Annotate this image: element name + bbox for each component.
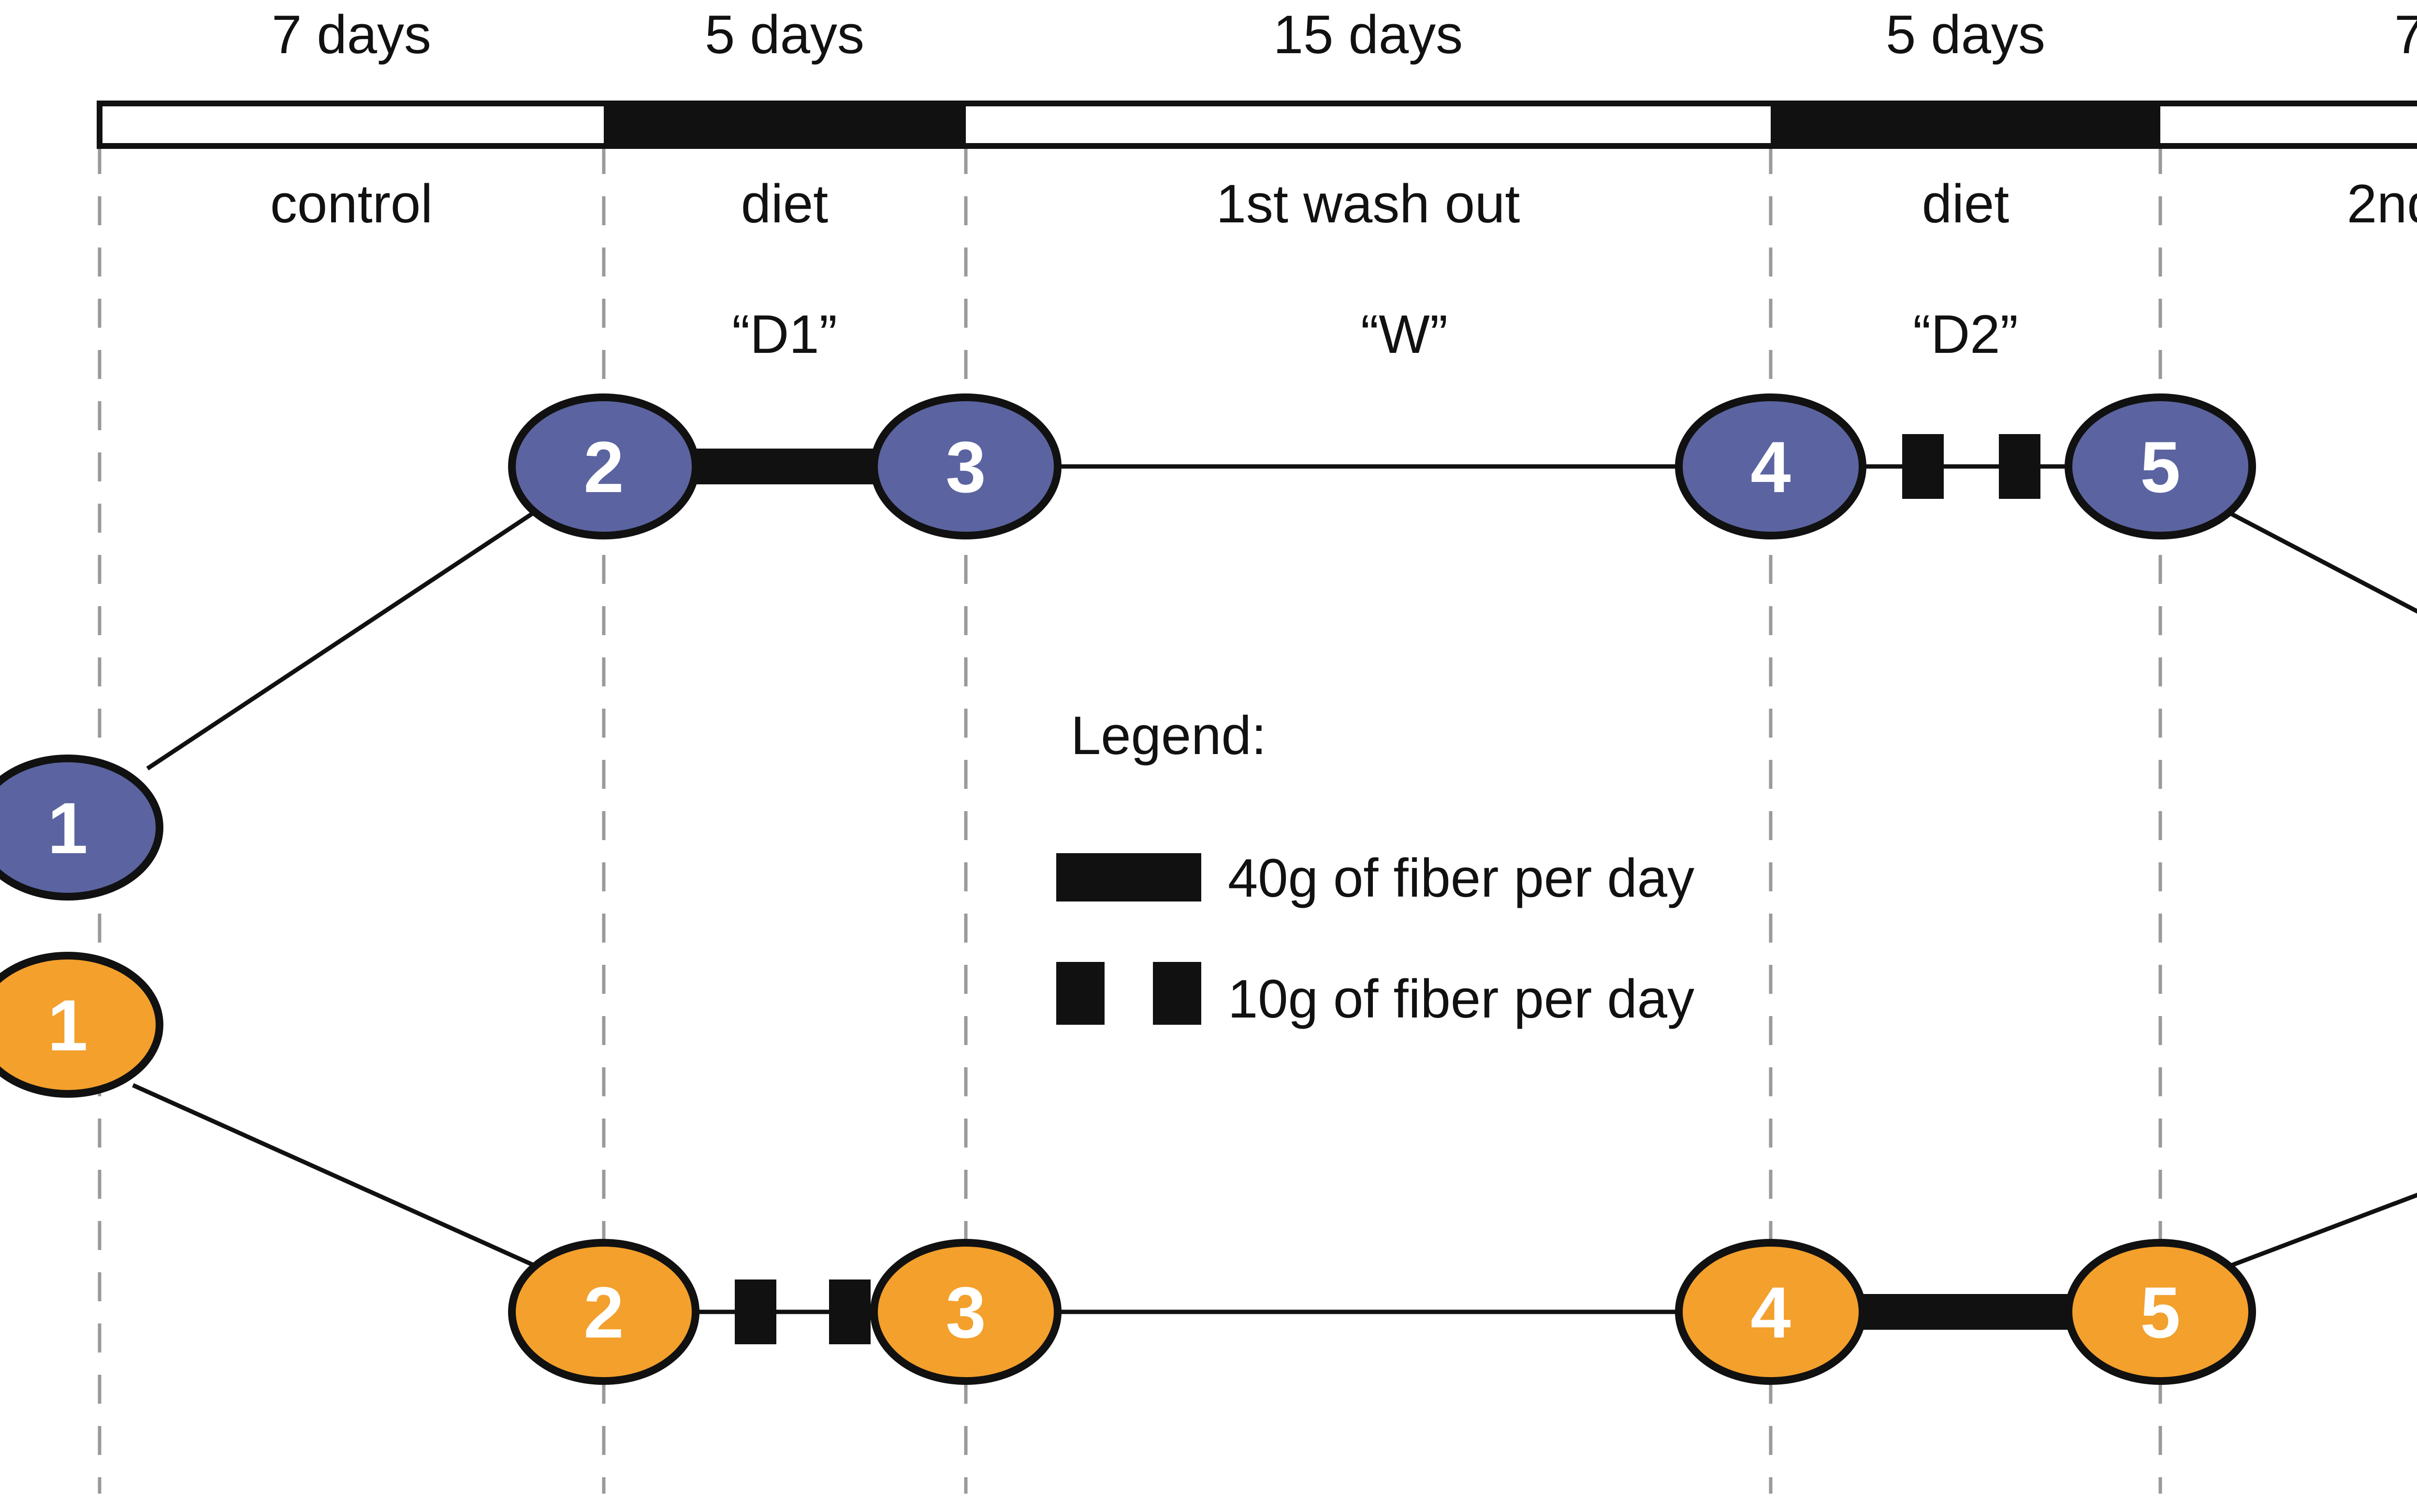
period-code-labels: “D1” “W” “D2” [732,304,2018,364]
timeline-segment-diet-1 [604,103,966,146]
legend-swatch-solid [1056,853,1201,901]
arm-a-dash-block-1 [1902,434,1944,499]
legend-title: Legend: [1071,705,1267,766]
timeline-segment-washout-1 [966,103,1771,146]
node-a-1[interactable]: 1 [0,755,163,901]
node-a-5[interactable]: 5 [2065,393,2256,539]
timeline-segment-control [100,103,604,146]
arm-b-dash-block-1 [735,1279,776,1344]
timeline-bar-outline [97,101,2417,149]
node-label: 4 [1750,1272,1791,1353]
legend-label-10g: 10g of fiber per day [1228,969,1694,1029]
phase-label-control: control [270,174,433,234]
code-label-w: “W” [1361,304,1448,364]
arm-a-link-5-6 [2227,510,2417,614]
duration-label-5: 7 days [2394,4,2417,65]
code-label-d2: “D2” [1913,304,2018,364]
timeline-bar [97,101,2417,149]
duration-label-3: 15 days [1273,4,1463,65]
node-b-3[interactable]: 3 [870,1239,1062,1385]
node-a-2[interactable]: 2 [508,393,699,539]
arm-a-nodes: 1 2 3 4 5 6 [0,393,2256,901]
arm-a-links [146,434,2417,771]
arm-b-nodes: 1 2 3 4 5 6 [0,952,2256,1385]
arm-b-link-1-2 [132,1083,538,1269]
legend-item-10g: 10g of fiber per day [1056,962,1694,1029]
phase-label-washout-1: 1st wash out [1216,174,1520,234]
node-b-4[interactable]: 4 [1675,1239,1866,1385]
node-circle[interactable] [870,393,1062,539]
node-circle[interactable] [2065,393,2256,539]
node-label: 2 [583,426,624,508]
node-label: 2 [583,1272,624,1353]
node-circle[interactable] [0,952,163,1098]
legend-item-40g: 40g of fiber per day [1056,848,1694,908]
node-a-4[interactable]: 4 [1675,393,1866,539]
phase-label-washout-2: 2nd wash out [2347,174,2417,234]
node-label: 1 [47,985,87,1066]
node-a-3[interactable]: 3 [870,393,1062,539]
arm-b-dash-block-2 [829,1279,871,1344]
legend: Legend: 40g of fiber per day 10g of fibe… [1056,705,1694,1029]
node-label: 3 [946,1272,986,1353]
duration-label-4: 5 days [1886,4,2045,65]
node-b-5[interactable]: 5 [2065,1239,2256,1385]
node-b-1[interactable]: 1 [0,952,163,1098]
node-label: 4 [1750,426,1791,508]
node-circle[interactable] [508,1239,699,1385]
node-label: 5 [2140,426,2180,508]
node-circle[interactable] [1675,1239,1866,1385]
arm-a-link-1-2 [146,510,536,771]
timeline-segment-washout-2 [2160,103,2417,146]
timeline-segment-diet-2 [1771,103,2160,146]
node-circle[interactable] [870,1239,1062,1385]
phase-label-diet-2: diet [1922,174,2009,234]
arm-b-link-5-6 [2228,1192,2417,1269]
node-circle[interactable] [2065,1239,2256,1385]
legend-swatch-dashed-block-2 [1153,962,1201,1025]
node-circle[interactable] [508,393,699,539]
phase-label-diet-1: diet [741,174,829,234]
legend-label-40g: 40g of fiber per day [1228,848,1694,908]
node-label: 3 [946,426,986,508]
node-label: 5 [2140,1272,2180,1353]
phase-labels: control diet 1st wash out diet 2nd wash … [270,174,2417,234]
node-circle[interactable] [0,755,163,901]
node-circle[interactable] [1675,393,1866,539]
duration-label-2: 5 days [705,4,864,65]
duration-labels: 7 days 5 days 15 days 5 days 7 days [272,4,2417,65]
legend-swatch-dashed-block-1 [1056,962,1105,1025]
node-b-2[interactable]: 2 [508,1239,699,1385]
arm-a-dash-block-2 [1999,434,2040,499]
code-label-d1: “D1” [732,304,837,364]
duration-label-1: 7 days [272,4,431,65]
node-label: 1 [47,787,87,869]
